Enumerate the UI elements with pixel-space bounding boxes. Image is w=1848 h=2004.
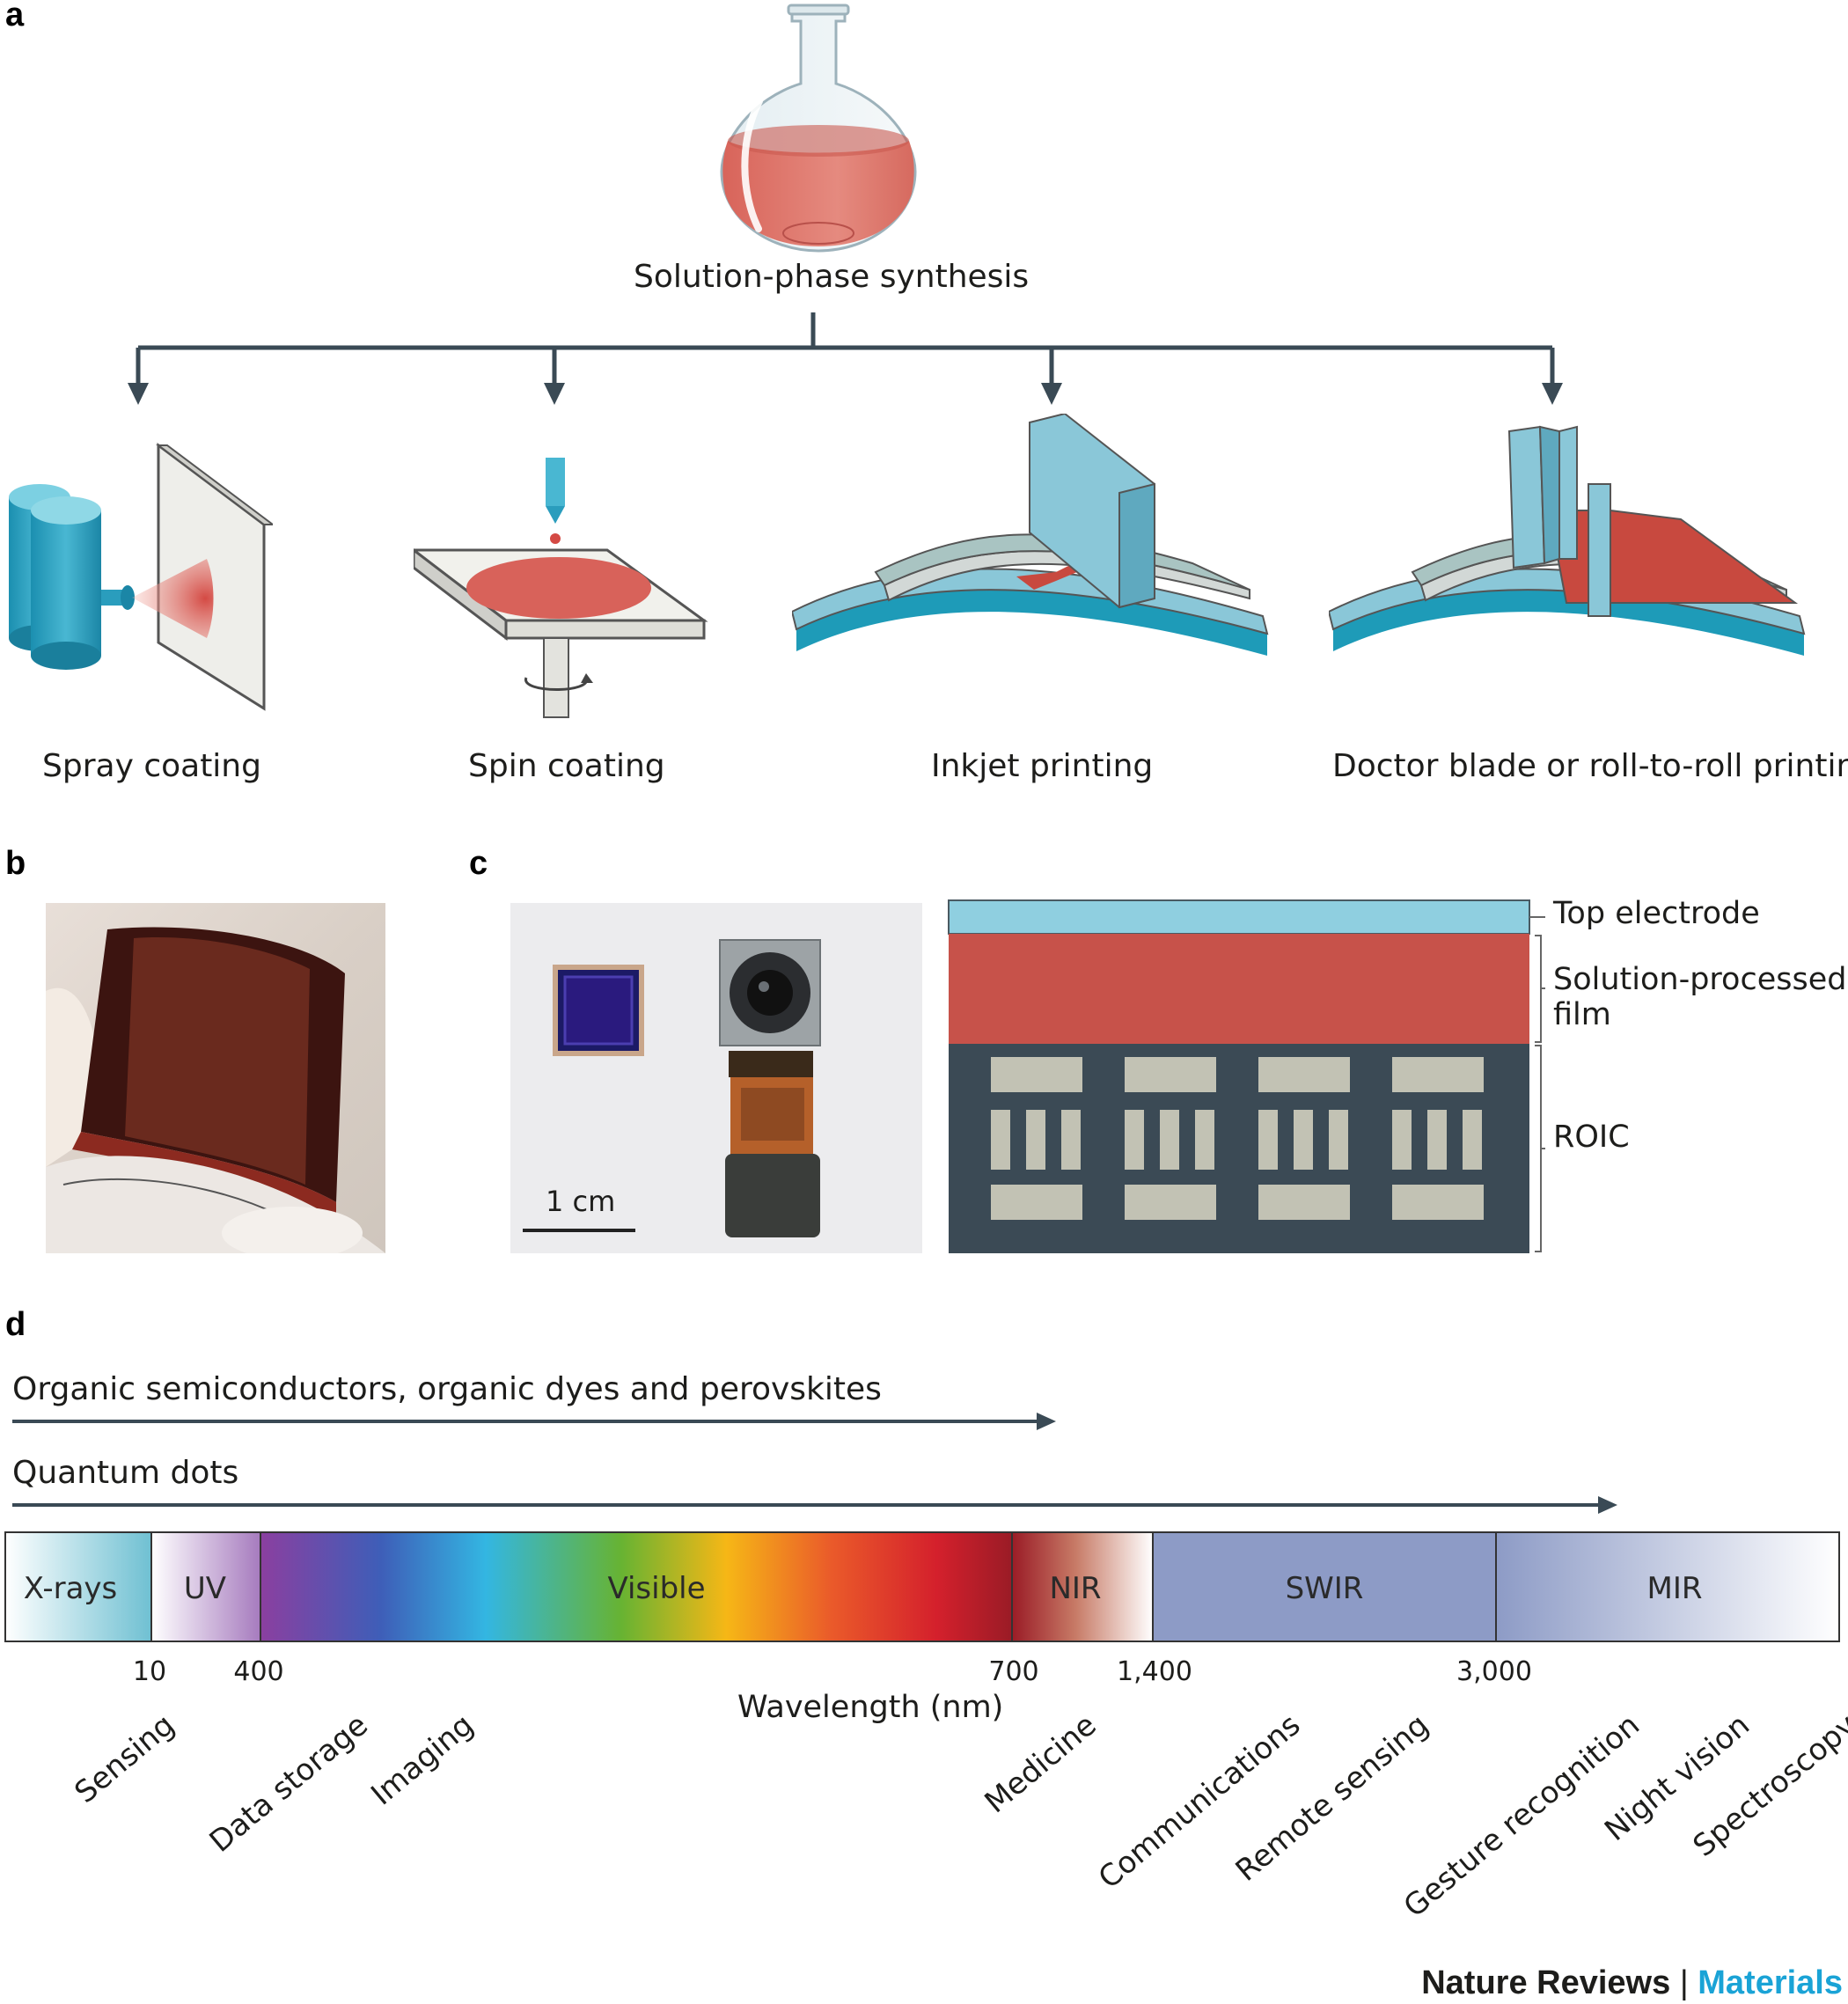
layer-label-top-electrode: Top electrode xyxy=(1553,896,1760,931)
branching-arrows xyxy=(128,312,1563,405)
band-label-uv: UV xyxy=(183,1571,227,1606)
band-label-visible: Visible xyxy=(607,1571,706,1606)
application-label-imaging: Imaging xyxy=(364,1707,480,1813)
organics-range-arrow xyxy=(12,1413,1056,1430)
band-label-nir: NIR xyxy=(1049,1571,1102,1606)
tick-label-700: 700 xyxy=(988,1656,1039,1687)
flask-illustration xyxy=(720,4,917,253)
band-label-swir: SWIR xyxy=(1285,1571,1364,1606)
application-label-sensing: Sensing xyxy=(68,1707,181,1810)
panel-label-c: c xyxy=(469,845,488,882)
material-label-quantum-dots: Quantum dots xyxy=(12,1455,239,1491)
layer-label-roic: ROIC xyxy=(1553,1119,1630,1155)
layer-stack-diagram xyxy=(948,899,1545,1253)
band-label-xrays: X-rays xyxy=(23,1571,118,1606)
journal-section: Materials xyxy=(1698,1964,1843,2001)
tick-label-1400: 1,400 xyxy=(1117,1656,1192,1687)
quantum-dots-range-arrow xyxy=(12,1496,1617,1514)
method-label-spin: Spin coating xyxy=(468,748,665,784)
journal-footer: Nature Reviews | Materials xyxy=(1421,1964,1843,2002)
synthesis-label: Solution-phase synthesis xyxy=(634,259,1030,295)
spin-coating-illustration xyxy=(414,458,708,718)
application-label-data-storage: Data storage xyxy=(202,1707,375,1860)
band-label-mir: MIR xyxy=(1646,1571,1703,1606)
tick-label-3000: 3,000 xyxy=(1456,1656,1532,1687)
axis-label-wavelength: Wavelength (nm) xyxy=(737,1690,1004,1725)
panel-label-b: b xyxy=(5,845,26,882)
layer-label-film-line2: film xyxy=(1553,997,1611,1032)
spray-coating-illustration xyxy=(9,443,273,711)
method-label-doctor-blade: Doctor blade or roll-to-roll printing xyxy=(1332,748,1848,784)
method-label-inkjet: Inkjet printing xyxy=(931,748,1154,784)
journal-separator: | xyxy=(1679,1964,1689,2001)
scale-bar-label: 1 cm xyxy=(546,1185,616,1218)
camera-module-photo: 1 cm xyxy=(510,903,922,1253)
spectrum-bar xyxy=(4,1531,1840,1642)
method-label-spray: Spray coating xyxy=(42,748,261,784)
layer-label-film-line1: Solution-processed xyxy=(1553,962,1847,997)
tick-label-10: 10 xyxy=(132,1656,167,1687)
journal-name: Nature Reviews xyxy=(1421,1964,1671,2001)
panel-label-d: d xyxy=(5,1306,26,1343)
flexible-device-photo xyxy=(46,903,385,1253)
panel-label-a: a xyxy=(5,0,25,33)
doctor-blade-illustration xyxy=(1329,425,1806,656)
inkjet-printing-illustration xyxy=(792,414,1269,656)
tick-label-400: 400 xyxy=(233,1656,284,1687)
material-label-organics: Organic semiconductors, organic dyes and… xyxy=(12,1371,882,1407)
